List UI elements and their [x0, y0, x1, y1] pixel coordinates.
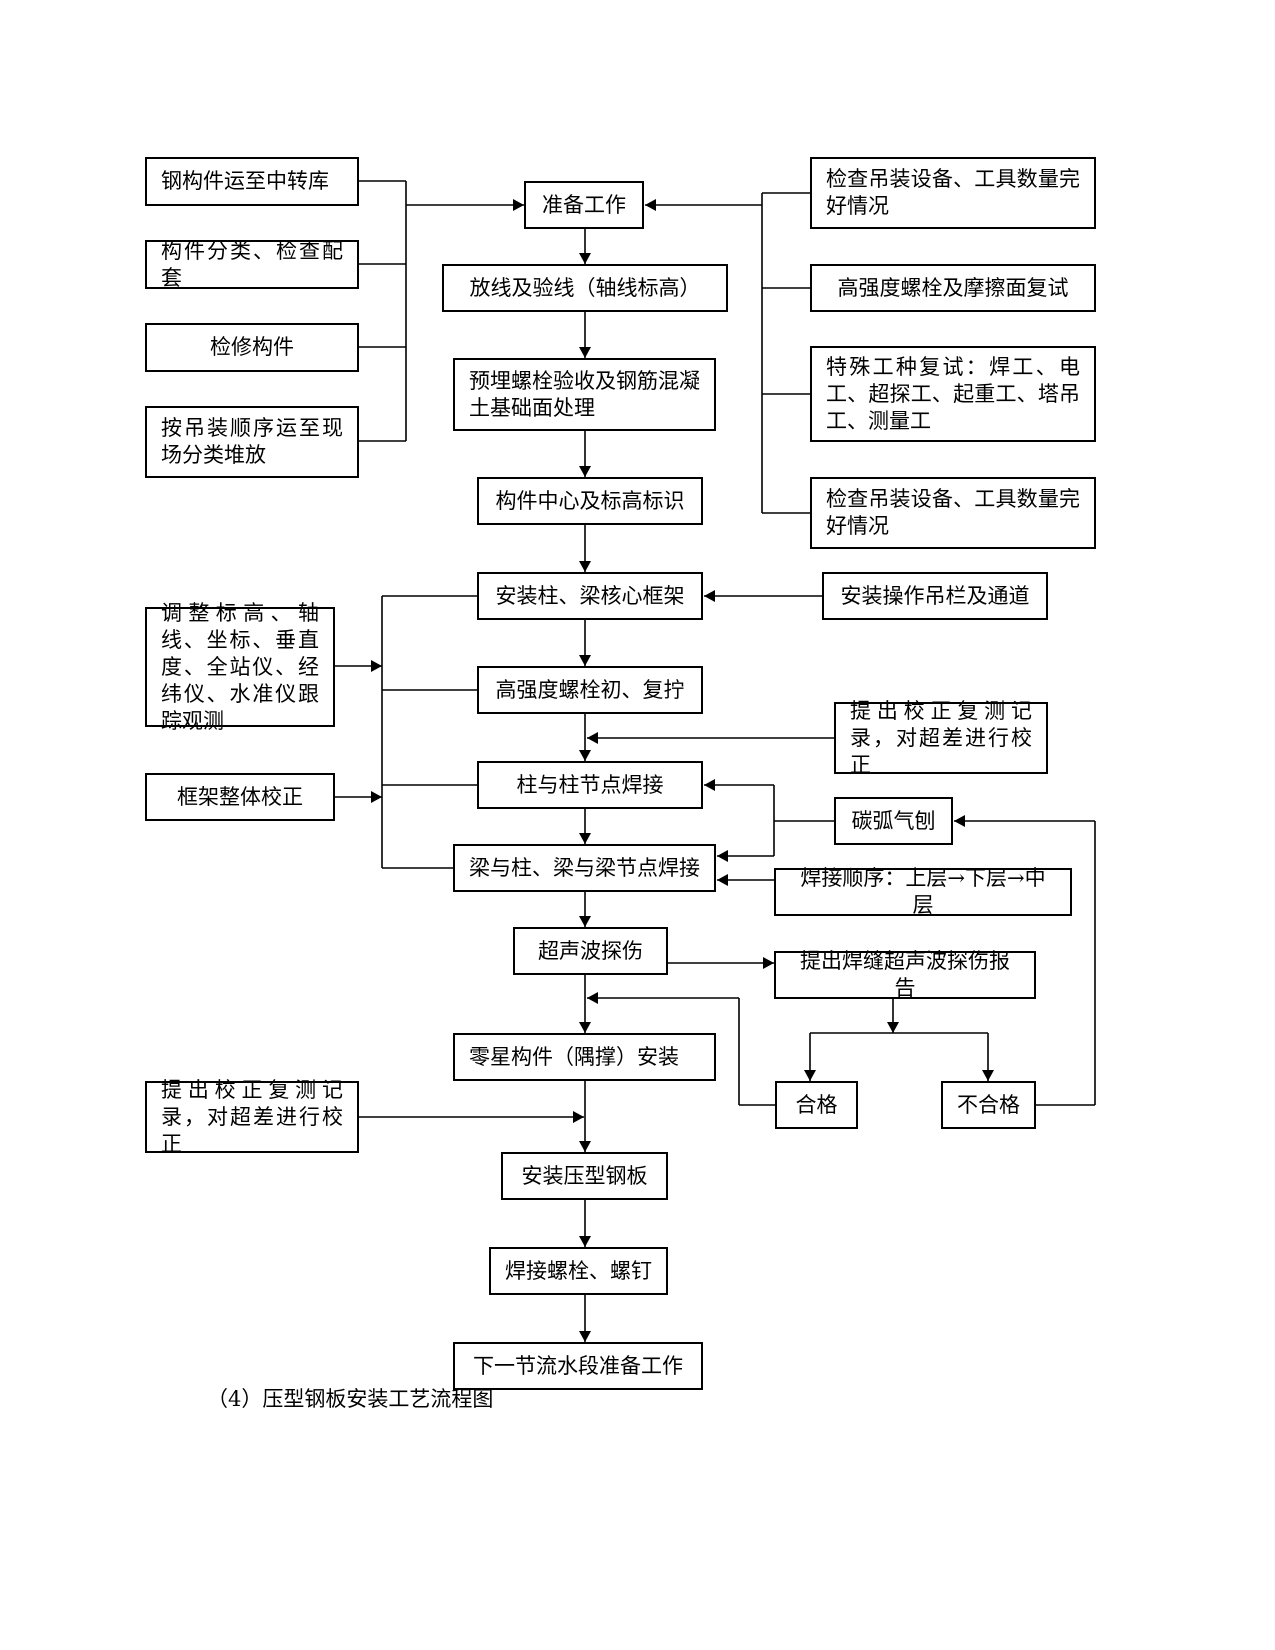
node-bolt-retest: 高强度螺栓及摩擦面复试	[810, 264, 1096, 312]
node-ultrasonic-report: 提出焊缝超声波探伤报告	[774, 949, 1036, 1000]
arrowhead	[579, 253, 591, 264]
arrowhead	[579, 1331, 591, 1342]
arrowhead	[371, 791, 382, 803]
node-install-platform: 安装操作吊栏及通道	[822, 572, 1048, 620]
arrowhead	[717, 874, 728, 886]
arrowhead	[579, 1022, 591, 1033]
arrowhead	[579, 347, 591, 358]
node-check-equipment-1: 检查吊装设备、工具数量完好情况	[810, 157, 1096, 229]
node-bolt-tighten: 高强度螺栓初、复拧	[477, 666, 703, 714]
node-transport-to-depot: 钢构件运至中转库	[145, 157, 359, 206]
arrowhead	[704, 779, 715, 791]
arrowhead	[763, 957, 774, 969]
arrowhead	[579, 1141, 591, 1152]
arrowhead	[704, 590, 715, 602]
node-classify-check: 构件分类、检查配套	[145, 239, 359, 290]
node-transport-to-site: 按吊装顺序运至现场分类堆放	[145, 406, 359, 478]
node-weld-order: 焊接顺序：上层→下层→中层	[774, 866, 1072, 917]
arrowhead	[717, 850, 728, 862]
node-embedded-bolts: 预埋螺栓验收及钢筋混凝土基础面处理	[453, 358, 716, 431]
arrowhead	[954, 815, 965, 827]
node-misc-install: 零星构件（隅撑）安装	[453, 1033, 716, 1081]
node-correction-record-1: 提出校正复测记录，对超差进行校正	[834, 699, 1048, 777]
arrowhead	[371, 660, 382, 672]
node-fail: 不合格	[941, 1081, 1036, 1129]
node-check-equipment-2: 检查吊装设备、工具数量完好情况	[810, 477, 1096, 549]
arrowhead	[887, 1022, 899, 1033]
node-special-trades: 特殊工种复试：焊工、电工、超探工、起重工、塔吊工、测量工	[810, 346, 1096, 442]
node-next-section: 下一节流水段准备工作	[453, 1342, 703, 1390]
diagram-caption: （4）压型钢板安装工艺流程图	[207, 1387, 494, 1411]
arrowhead	[573, 1111, 584, 1123]
arrowhead	[579, 750, 591, 761]
node-install-frame: 安装柱、梁核心框架	[477, 572, 703, 620]
node-weld-studs: 焊接螺栓、螺钉	[489, 1247, 668, 1295]
node-beam-weld: 梁与柱、梁与梁节点焊接	[453, 844, 716, 892]
arrowhead	[804, 1070, 816, 1081]
arrowhead	[579, 1236, 591, 1247]
node-adjust: 调整标高、轴线、坐标、垂直度、全站仪、经纬仪、水准仪跟踪观测	[145, 601, 335, 733]
arrowhead	[587, 992, 598, 1004]
arrowhead	[587, 732, 598, 744]
arrowhead	[982, 1070, 994, 1081]
node-install-deck: 安装压型钢板	[501, 1152, 668, 1200]
node-ultrasonic: 超声波探伤	[513, 927, 668, 975]
node-repair: 检修构件	[145, 323, 359, 372]
node-carbon-arc: 碳弧气刨	[834, 797, 953, 845]
arrowhead	[579, 466, 591, 477]
arrowhead	[579, 833, 591, 844]
arrowhead	[579, 561, 591, 572]
node-pass: 合格	[775, 1081, 858, 1129]
arrowhead	[513, 199, 524, 211]
arrowhead	[645, 199, 656, 211]
node-correction-record-2: 提出校正复测记录，对超差进行校正	[145, 1078, 359, 1156]
node-center-marking: 构件中心及标高标识	[477, 477, 703, 525]
node-layout-check: 放线及验线（轴线标高）	[442, 264, 728, 312]
arrowhead	[579, 655, 591, 666]
node-prepare: 准备工作	[524, 181, 644, 229]
node-frame-correction: 框架整体校正	[145, 773, 335, 821]
arrowhead	[579, 916, 591, 927]
node-column-weld: 柱与柱节点焊接	[477, 761, 703, 809]
